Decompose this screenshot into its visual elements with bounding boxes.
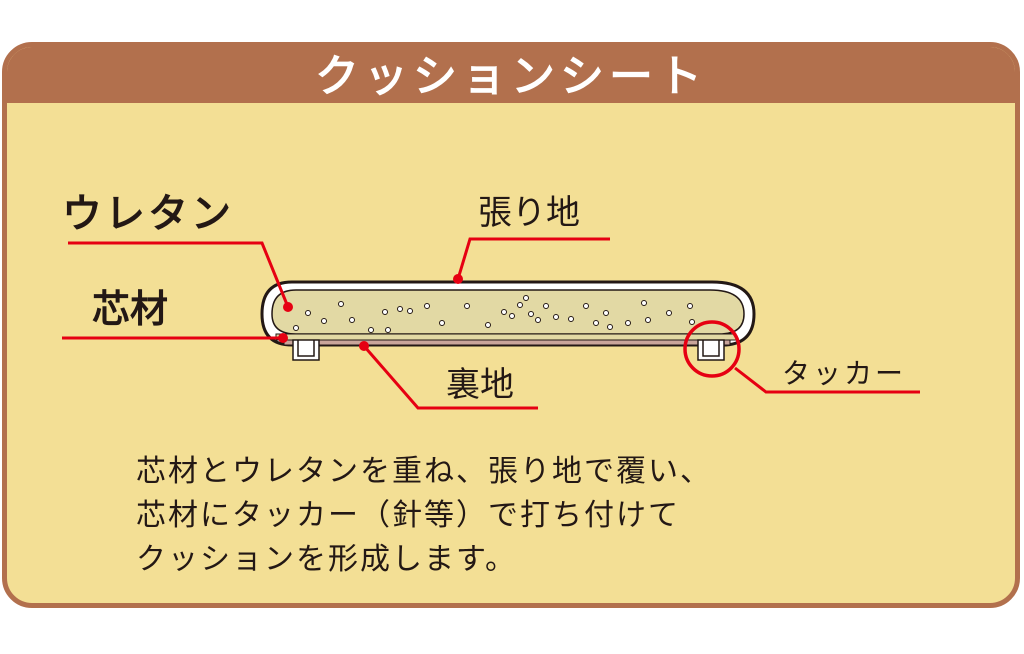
backing-fabric <box>283 339 731 346</box>
foam-bubbles <box>293 295 695 333</box>
description-line: 芯材にタッカー（針等）で打ち付けて <box>136 498 680 533</box>
leader-dots <box>278 274 463 351</box>
tacker-highlight-circle <box>683 320 741 378</box>
leader-urethane <box>68 241 290 308</box>
label-urethane: ウレタン <box>62 191 234 237</box>
title-bar: クッションシート <box>7 47 1015 103</box>
label-tacker: タッカー <box>782 357 907 390</box>
label-backing: 裏地 <box>446 365 514 405</box>
core-board <box>275 333 737 341</box>
leader-cover <box>456 237 610 280</box>
description: 芯材とウレタンを重ね、張り地で覆い、 芯材にタッカー（針等）で打ち付けて クッシ… <box>136 450 896 582</box>
staple-left <box>292 339 320 361</box>
label-cover: 張り地 <box>478 193 580 233</box>
leader-lines <box>62 237 920 410</box>
leader-backing <box>362 345 538 410</box>
label-core: 芯材 <box>92 287 169 331</box>
diagram-title: クッションシート <box>315 51 707 102</box>
staple-right <box>697 339 725 361</box>
urethane-foam <box>271 289 745 335</box>
description-line: クッションを形成します。 <box>136 542 517 577</box>
leader-tacker <box>734 366 920 394</box>
diagram-panel: クッションシート <box>2 42 1020 608</box>
description-line: 芯材とウレタンを重ね、張り地で覆い、 <box>136 454 712 489</box>
